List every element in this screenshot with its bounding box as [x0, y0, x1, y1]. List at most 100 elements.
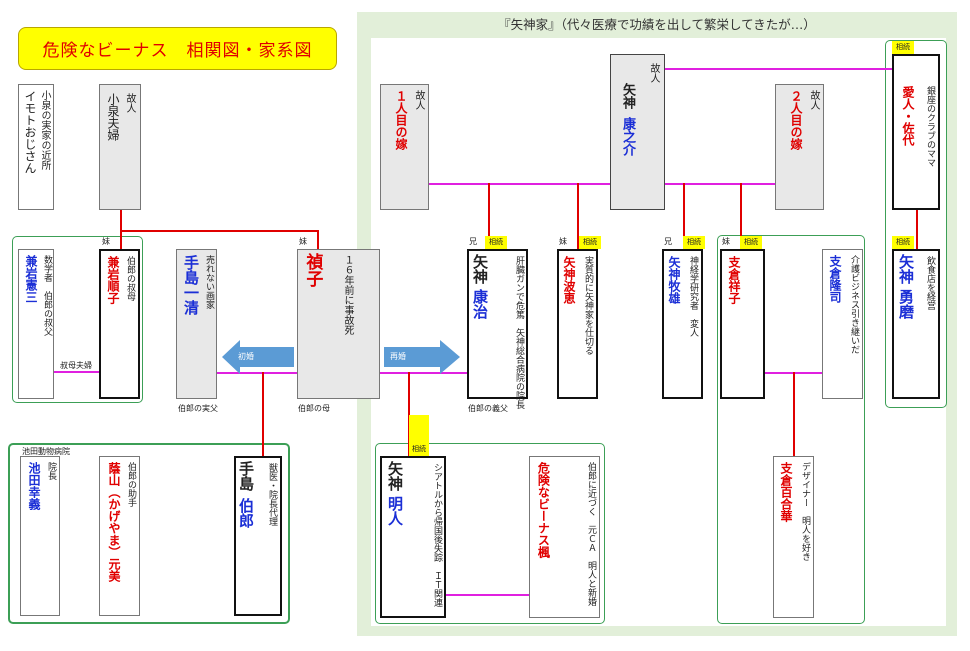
card-mistress[interactable]: 愛人・佐代 銀座のクラブのママ: [892, 54, 940, 210]
label-mother: 伯郎の母: [298, 404, 330, 413]
wife2-late: 故人: [808, 90, 819, 110]
card-wife1[interactable]: 故人 １人目の嫁: [380, 84, 429, 210]
yasunosuke-given-name: 康之介: [620, 117, 635, 156]
card-teiko[interactable]: 禎子 １６年前に事故死: [297, 249, 380, 399]
yurika-desc: デザイナー 明人を好き: [800, 462, 810, 561]
line-to-yuma: [916, 210, 918, 250]
koizumi-name: 小泉夫婦: [106, 93, 120, 141]
line-to-hakurou: [262, 372, 264, 456]
takashi-desc: 介護ビジネス引き継いだ: [849, 255, 859, 354]
tag-heir-makio: 相続: [683, 236, 705, 249]
card-teshima-kiyoshi[interactable]: 手島一清 売れない画家: [176, 249, 217, 399]
family-title: 『矢神家』（代々医療で功績を出して繁栄してきたが…）: [498, 17, 816, 32]
card-akito[interactable]: 矢神 明人 シアトルから帰国後失踪 ＩＴ関連: [380, 456, 446, 618]
card-kanetaka-aunt[interactable]: 兼岩順子 伯郎の叔母: [99, 249, 140, 399]
aunt-couple-label: 叔母夫婦: [60, 361, 92, 370]
kanetaka-uncle-name: 兼岩憲三: [24, 255, 38, 303]
teshima-kiyoshi-name: 手島一清: [182, 255, 200, 315]
tag-sister-teiko: 妹: [299, 237, 307, 246]
line-to-makio: [683, 183, 685, 249]
tag-sister-shoko: 妹: [722, 237, 730, 246]
card-koizumi[interactable]: 故人 小泉夫婦: [99, 84, 141, 210]
first-marriage-label: 初婚: [238, 352, 254, 361]
ikeda-name: 池田幸義: [27, 462, 41, 510]
yasunosuke-surname: 矢神: [620, 83, 635, 109]
mistress-frame: [885, 40, 947, 408]
wife2-name: ２人目の嫁: [789, 90, 803, 150]
card-kageyama[interactable]: 蔭山（かげやま）元美 伯郎の助手: [99, 456, 140, 616]
line-to-akito: [408, 372, 410, 456]
card-kaede[interactable]: 危険なビーナス楓 伯郎に近づく 元ＣＡ 明人と新婚: [529, 456, 600, 618]
chart-title: 危険なビーナス 相関図・家系図: [18, 27, 337, 70]
card-yasuharu[interactable]: 矢神 康治 肝臓ガンで危篤 矢神総合病院の院長: [467, 249, 528, 409]
line-aunt-couple: [54, 371, 100, 373]
tag-heir-akito-bar: [409, 415, 429, 443]
card-kanetaka-uncle[interactable]: 兼岩憲三 数学者 伯郎の叔父: [18, 249, 54, 399]
akito-desc: シアトルから帰国後失踪 ＩＴ関連: [432, 463, 442, 607]
teiko-desc: １６年前に事故死: [342, 255, 353, 335]
teiko-name: 禎子: [302, 253, 323, 287]
tag-heir-mistress: 相続: [892, 41, 914, 54]
card-imoto[interactable]: 小泉の実家の近所 イモトおじさん: [18, 84, 54, 210]
hakurou-desc: 獣医・院長代理: [267, 463, 277, 526]
card-yuma[interactable]: 矢神 勇磨 飲食店を経営: [892, 249, 940, 399]
shoko-name: 支倉祥子: [727, 256, 741, 304]
line-to-shoko: [740, 183, 742, 249]
line-first-marriage: [217, 372, 297, 374]
tag-heir-namie: 相続: [579, 236, 601, 249]
line-to-namie: [577, 183, 579, 249]
kaede-desc: 伯郎に近づく 元ＣＡ 明人と新婚: [586, 462, 596, 606]
namie-name: 矢神波恵: [562, 256, 576, 304]
kageyama-name: 蔭山（かげやま）元美: [107, 462, 121, 582]
card-hakurou[interactable]: 手島 伯郎 獣医・院長代理: [234, 456, 282, 616]
takashi-name: 支倉隆司: [828, 255, 842, 303]
imoto-name: イモトおじさん: [23, 90, 37, 174]
card-ikeda[interactable]: 池田幸義 院長: [20, 456, 60, 616]
line-remarriage: [380, 372, 467, 374]
kaede-name: 危険なビーナス楓: [536, 462, 551, 558]
line-to-yasuharu: [488, 183, 490, 249]
hakurou-surname: 手島: [237, 461, 255, 491]
ikeda-hospital-frame: [8, 443, 290, 624]
card-takashi[interactable]: 支倉隆司 介護ビジネス引き継いだ: [822, 249, 863, 399]
kanetaka-uncle-desc: 数学者 伯郎の叔父: [42, 255, 52, 336]
akito-given-name: 明人: [386, 496, 404, 526]
imoto-desc: 小泉の実家の近所: [39, 90, 50, 170]
line-koizumi-siblings: [120, 230, 318, 232]
line-mistress: [655, 68, 892, 70]
card-shoko[interactable]: 支倉祥子: [720, 249, 765, 399]
first-marriage-arrow: [222, 340, 294, 374]
line-to-teiko: [317, 230, 319, 250]
wife1-name: １人目の嫁: [394, 90, 408, 150]
card-wife2[interactable]: 故人 ２人目の嫁: [775, 84, 824, 210]
teshima-kiyoshi-desc: 売れない画家: [204, 255, 214, 309]
makio-desc: 神経学研究者 変人: [688, 256, 698, 337]
ikeda-desc: 院長: [46, 462, 56, 480]
line-wife2: [665, 183, 775, 185]
remarriage-label: 再婚: [390, 352, 406, 361]
card-namie[interactable]: 矢神波恵 実質的に矢神家を仕切る: [557, 249, 598, 399]
label-step-father: 伯郎の義父: [468, 404, 508, 413]
yurika-name: 支倉百合華: [779, 462, 793, 522]
akito-frame: [375, 443, 605, 624]
mistress-name: 愛人・佐代: [901, 86, 915, 146]
line-to-yurika: [793, 372, 795, 457]
tag-heir-shoko: 相続: [740, 236, 762, 249]
label-birth-father: 伯郎の実父: [178, 404, 218, 413]
yasuharu-surname: 矢神: [471, 254, 489, 284]
yasuharu-given-name: 康治: [471, 289, 489, 319]
tag-brother-yasuharu: 兄: [469, 237, 477, 246]
card-makio[interactable]: 矢神牧雄 神経学研究者 変人: [662, 249, 703, 399]
namie-desc: 実質的に矢神家を仕切る: [583, 256, 593, 355]
akito-surname: 矢神: [386, 461, 404, 491]
card-yasunosuke[interactable]: 故人 矢神 康之介: [610, 54, 665, 210]
hakurou-given-name: 伯郎: [237, 498, 255, 528]
yasunosuke-late: 故人: [648, 63, 659, 83]
hasekura-frame: [717, 235, 865, 624]
card-yurika[interactable]: 支倉百合華 デザイナー 明人を好き: [773, 456, 814, 618]
tag-sister: 妹: [102, 237, 110, 246]
mistress-desc: 銀座のクラブのママ: [925, 86, 935, 167]
tag-sister-namie: 妹: [559, 237, 567, 246]
kanetaka-aunt-name: 兼岩順子: [106, 256, 120, 304]
wife1-late: 故人: [413, 90, 424, 110]
